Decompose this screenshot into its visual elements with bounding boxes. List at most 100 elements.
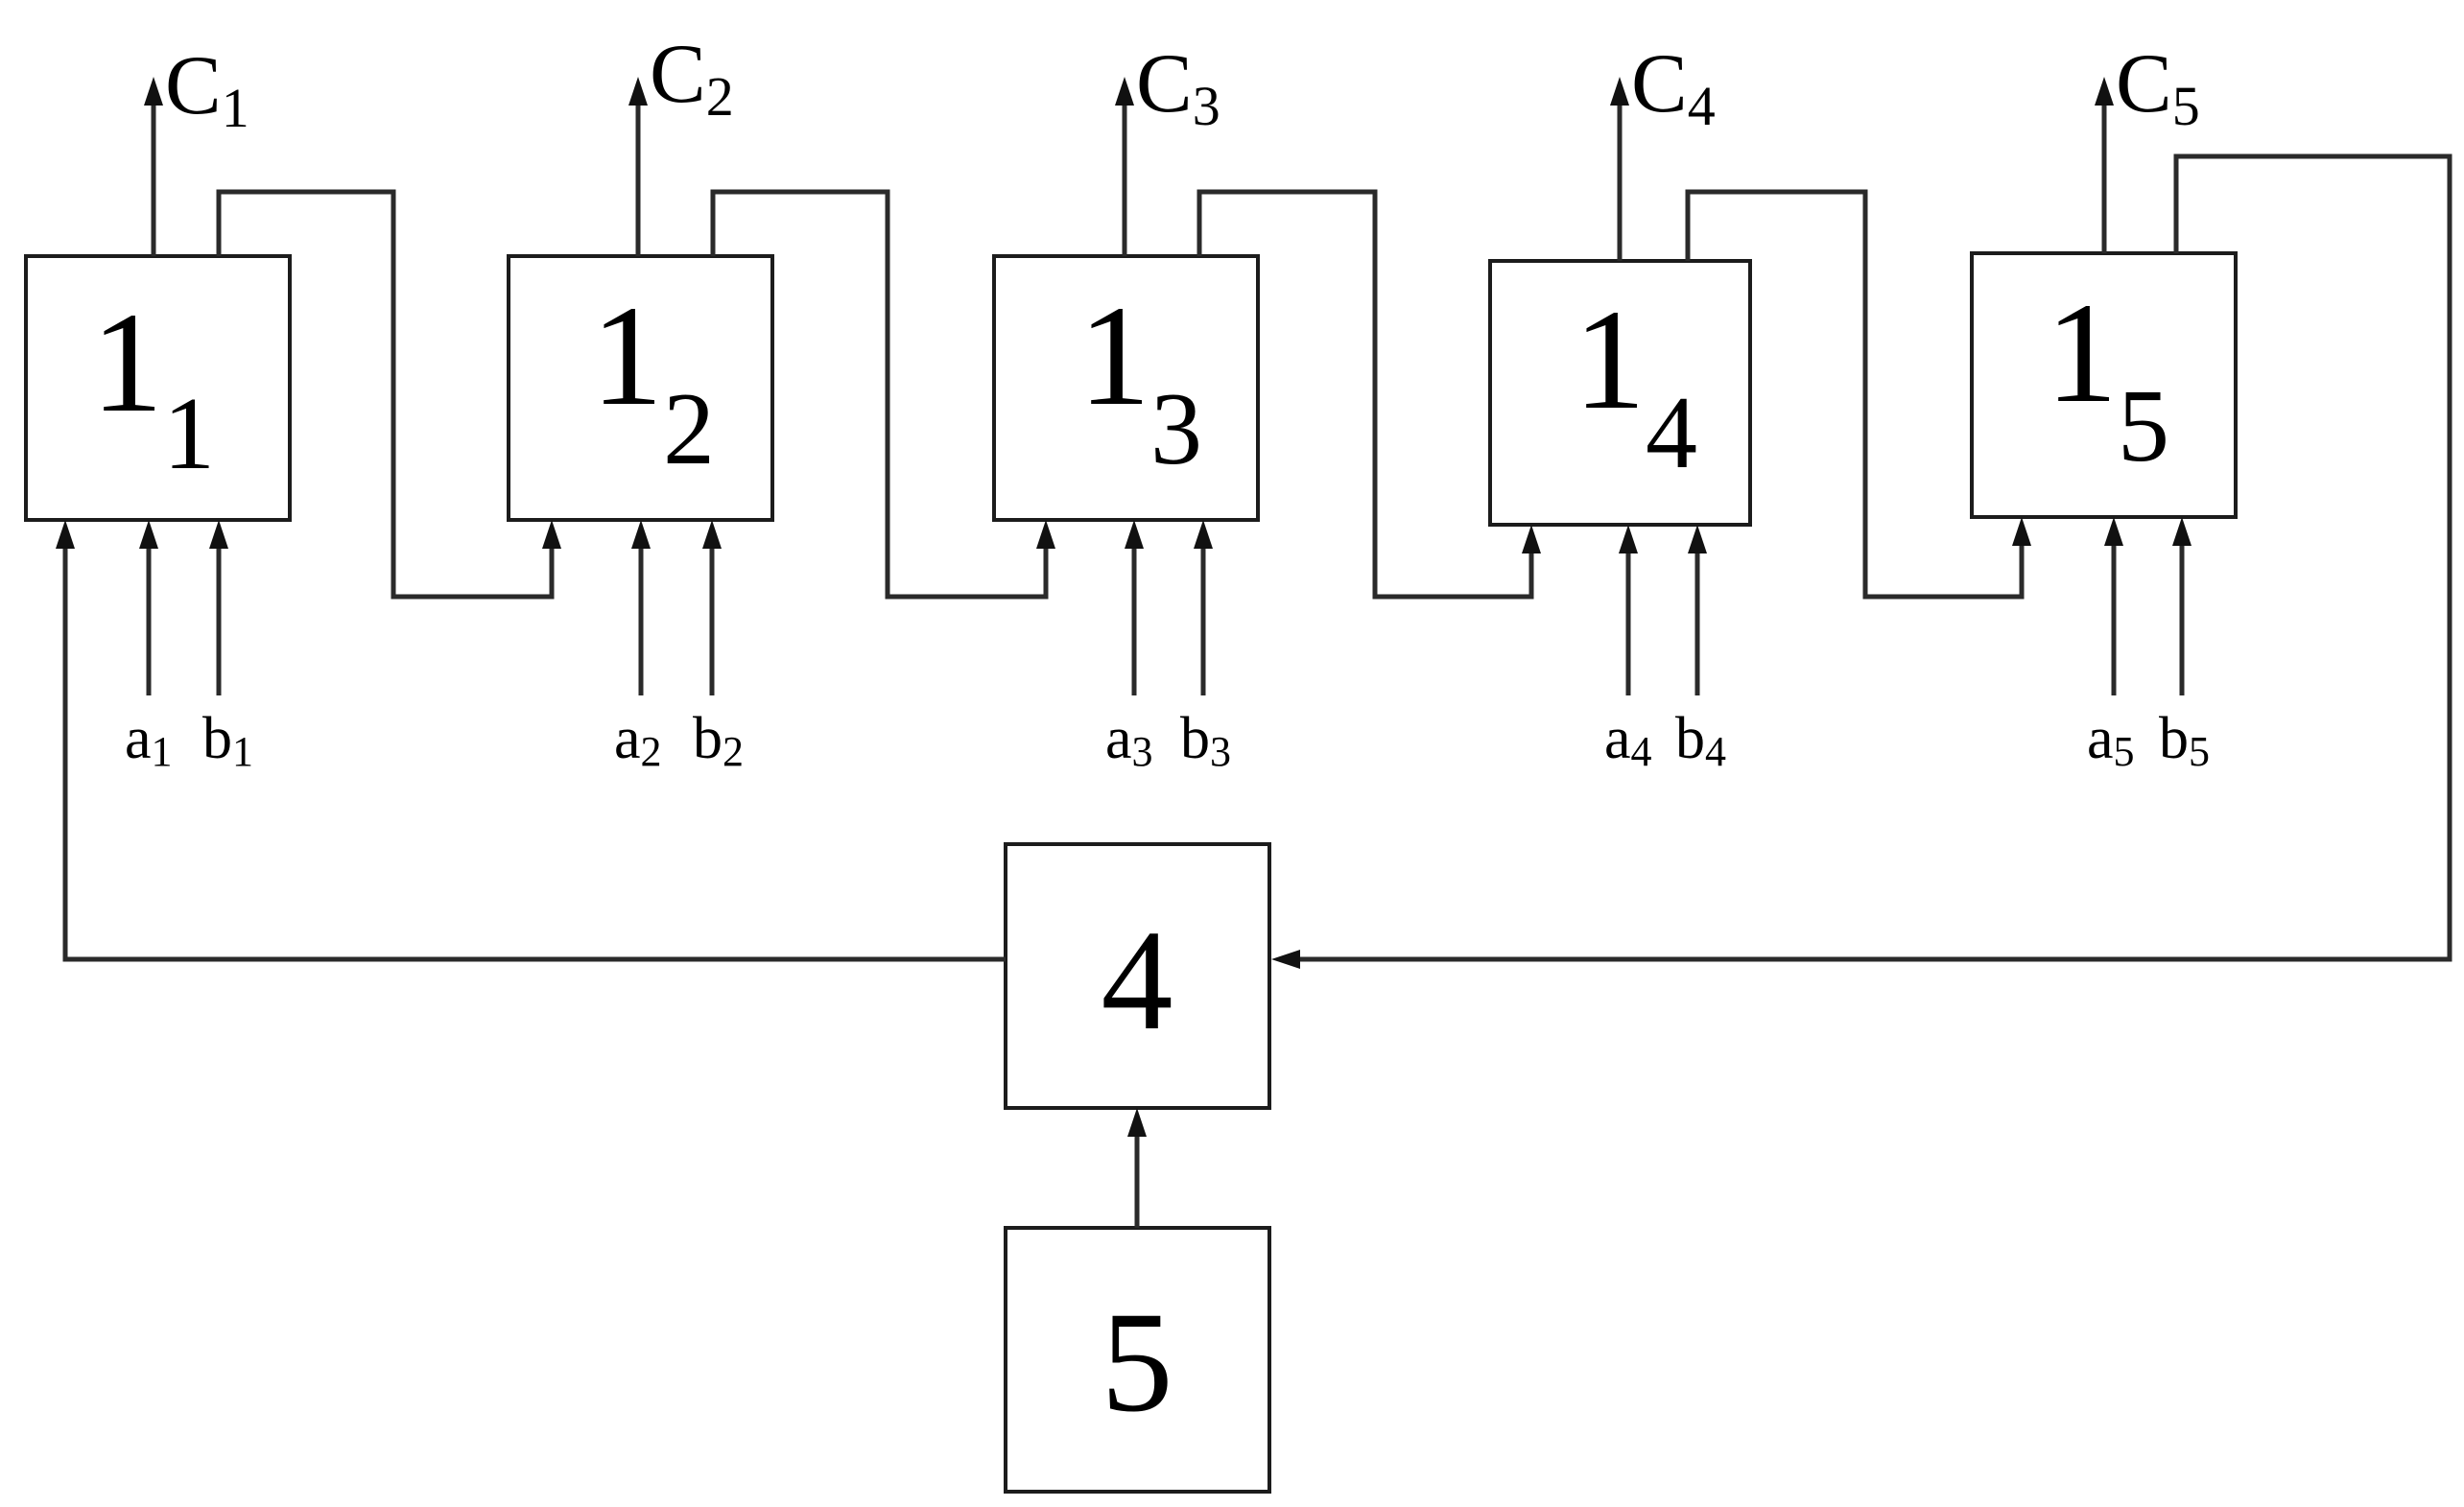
output-c3-arrowhead	[1115, 77, 1134, 106]
output-c1: C1	[144, 39, 249, 256]
unit-1-3-main: 1	[1078, 276, 1150, 436]
unit-1-2-label: 12	[591, 276, 715, 486]
unit-1-4-sub: 4	[1646, 376, 1697, 490]
input-b5-letter: b	[2159, 706, 2189, 771]
feedback-4-to-1	[56, 520, 1006, 962]
output-c2: C2	[628, 28, 734, 256]
output-c2-sub: 2	[706, 65, 734, 128]
input-b2-sub: 2	[723, 728, 744, 775]
link-2-to-3	[710, 189, 1055, 600]
input-a2-arrowhead	[631, 520, 651, 549]
output-c1-letter: C	[165, 39, 222, 132]
unit-1-3-label: 13	[1078, 276, 1202, 486]
output-c4-sub: 4	[1688, 75, 1716, 137]
input-a1-label: a1	[125, 706, 173, 775]
inputs-unit-5: a5 b5	[2087, 517, 2210, 775]
unit-1-1-label: 11	[91, 283, 215, 491]
input-a1-arrowhead	[139, 520, 158, 549]
output-c5-arrowhead	[2095, 77, 2114, 106]
output-c5-sub: 5	[2172, 75, 2200, 137]
link-1-to-2-arrowhead	[542, 520, 561, 549]
link-5-to-4	[1127, 1108, 1147, 1228]
unit-1-2-box	[507, 254, 774, 522]
input-b3-arrowhead	[1194, 520, 1213, 549]
input-b1-arrowhead	[209, 520, 228, 549]
input-a5-sub: 5	[2114, 728, 2135, 775]
output-c3-sub: 3	[1193, 75, 1220, 137]
output-c1-arrowhead	[144, 77, 163, 106]
block-4-box	[1004, 842, 1271, 1110]
input-a3-label: a3	[1105, 706, 1153, 775]
input-b3-label: b3	[1180, 706, 1231, 775]
feedback-4-to-1-arrowhead	[56, 520, 75, 549]
output-c2-arrowhead	[628, 77, 648, 106]
output-c2-label: C2	[650, 28, 734, 128]
input-b3-letter: b	[1180, 706, 1210, 771]
input-b4-letter: b	[1675, 706, 1705, 771]
output-c4-letter: C	[1631, 37, 1688, 130]
link-4-to-5-wire	[1685, 189, 2025, 600]
unit-1-5-label: 15	[2046, 273, 2169, 483]
block-4: 4	[1004, 842, 1271, 1110]
link-2-to-3-arrowhead	[1036, 520, 1055, 549]
input-a3-sub: 3	[1132, 728, 1153, 775]
output-c1-label: C1	[165, 39, 249, 139]
input-a3-arrowhead	[1125, 520, 1144, 549]
unit-1-2: 12	[507, 254, 774, 522]
output-c3-label: C3	[1136, 37, 1220, 137]
unit-1-4-main: 1	[1574, 280, 1646, 439]
input-b2-arrowhead	[702, 520, 722, 549]
input-b5-sub: 5	[2189, 728, 2210, 775]
input-b1-letter: b	[202, 706, 232, 771]
input-a5-letter: a	[2087, 706, 2114, 771]
unit-1-5-box	[1970, 251, 2238, 519]
input-a5-label: a5	[2087, 706, 2135, 775]
input-b2-letter: b	[693, 706, 723, 771]
unit-1-2-sub: 2	[663, 372, 715, 486]
unit-1-1-main: 1	[91, 283, 163, 442]
block-5: 5	[1004, 1226, 1271, 1494]
input-a4-label: a4	[1604, 706, 1652, 775]
input-b1-label: b1	[202, 706, 253, 775]
unit-1-4: 14	[1488, 259, 1752, 527]
output-c4: C4	[1610, 37, 1716, 261]
input-b4-label: b4	[1675, 706, 1726, 775]
link-4-to-5-arrowhead	[2012, 517, 2031, 546]
feedback-4-to-1-wire	[62, 539, 1006, 962]
feedback-5-to-4	[1271, 153, 2452, 969]
link-2-to-3-wire	[710, 189, 1049, 600]
unit-1-1-sub: 1	[163, 377, 215, 491]
link-3-to-4-wire	[1196, 189, 1534, 600]
link-3-to-4	[1196, 189, 1541, 600]
link-4-to-5	[1685, 189, 2031, 600]
unit-1-3: 13	[992, 254, 1260, 522]
input-a2-label: a2	[614, 706, 662, 775]
unit-1-5-main: 1	[2046, 273, 2118, 433]
output-c3: C3	[1115, 37, 1220, 256]
unit-1-4-label: 14	[1574, 280, 1697, 490]
inputs-unit-1: a1 b1	[125, 520, 253, 775]
input-a3-letter: a	[1105, 706, 1132, 771]
input-a4-letter: a	[1604, 706, 1631, 771]
input-b5-arrowhead	[2172, 517, 2192, 546]
unit-1-3-sub: 3	[1150, 372, 1202, 486]
block-5-box	[1004, 1226, 1271, 1494]
input-a2-sub: 2	[641, 728, 662, 775]
output-c4-arrowhead	[1610, 77, 1629, 106]
output-c5-letter: C	[2116, 37, 2172, 130]
unit-1-1: 11	[24, 254, 292, 522]
block-5-label: 5	[1102, 1283, 1173, 1442]
inputs-unit-2: a2 b2	[614, 520, 744, 775]
output-c2-letter: C	[650, 28, 706, 121]
input-a1-sub: 1	[152, 728, 173, 775]
input-b3-sub: 3	[1210, 728, 1231, 775]
link-3-to-4-arrowhead	[1522, 525, 1541, 553]
input-a1-letter: a	[125, 706, 152, 771]
output-c4-label: C4	[1631, 37, 1716, 137]
unit-1-5-sub: 5	[2118, 369, 2169, 483]
output-c5: C5	[2095, 37, 2200, 253]
input-a4-sub: 4	[1631, 728, 1652, 775]
link-5-to-4-arrowhead	[1127, 1108, 1147, 1137]
unit-1-1-box	[24, 254, 292, 522]
